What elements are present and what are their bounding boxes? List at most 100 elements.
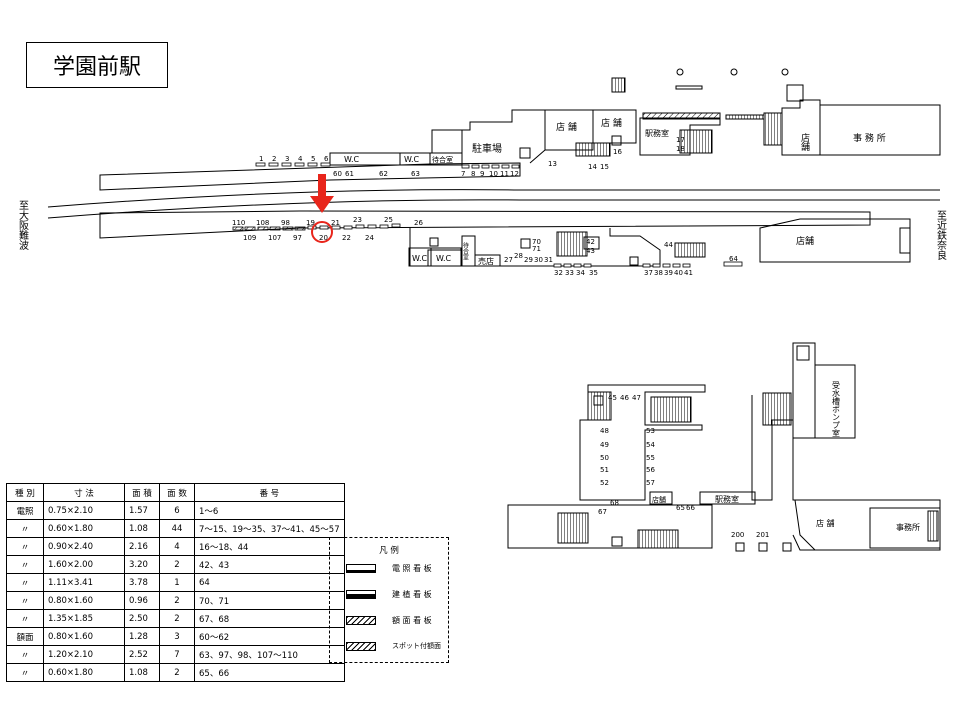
col-count: 面 数 <box>159 483 195 502</box>
svg-text:16: 16 <box>613 148 622 156</box>
svg-text:駐車場: 駐車場 <box>472 142 502 155</box>
svg-text:49: 49 <box>600 441 609 449</box>
svg-text:52: 52 <box>600 479 609 487</box>
svg-text:12: 12 <box>510 170 519 178</box>
svg-text:64: 64 <box>729 255 738 263</box>
svg-text:65: 65 <box>676 504 685 512</box>
concourse-map <box>507 342 941 552</box>
cell-area: 2.52 <box>124 645 160 664</box>
cell-count: 7 <box>159 645 195 664</box>
svg-text:25: 25 <box>384 216 393 224</box>
svg-text:駅務室: 駅務室 <box>645 128 669 138</box>
svg-text:受水槽ポンプ室: 受水槽ポンプ室 <box>832 380 841 437</box>
cell-number: 1～6 <box>194 501 345 520</box>
svg-text:待合室: 待合室 <box>432 155 453 164</box>
svg-text:42: 42 <box>586 238 595 246</box>
svg-text:10: 10 <box>489 170 498 178</box>
svg-text:2: 2 <box>272 155 276 163</box>
svg-text:待合室: 待合室 <box>462 241 469 260</box>
cell-area: 1.28 <box>124 627 160 646</box>
svg-text:97: 97 <box>293 234 302 242</box>
svg-text:店舗: 店舗 <box>799 132 810 152</box>
legend-item-spot: スポット付額面 <box>330 640 450 654</box>
cell-number: 64 <box>194 573 345 592</box>
cell-size: 1.20×2.10 <box>43 645 125 664</box>
svg-text:店 舗: 店 舗 <box>816 518 835 528</box>
north-buildings <box>329 68 941 166</box>
svg-text:70: 70 <box>532 238 541 246</box>
cell-size: 1.60×2.00 <box>43 555 125 574</box>
svg-text:53: 53 <box>646 427 655 435</box>
cell-type: 〃 <box>6 663 44 682</box>
svg-text:66: 66 <box>686 504 695 512</box>
svg-text:店舗: 店舗 <box>862 235 880 247</box>
col-size: 寸 法 <box>43 483 125 502</box>
cell-number: 70、71 <box>194 591 345 610</box>
svg-text:13: 13 <box>548 160 557 168</box>
direction-west: 至大阪難波 <box>17 200 29 251</box>
svg-text:32: 32 <box>554 269 563 277</box>
legend-title: 凡 例 <box>379 546 399 556</box>
svg-text:駅務室: 駅務室 <box>715 494 739 504</box>
svg-text:40: 40 <box>674 269 683 277</box>
cell-number: 16～18、44 <box>194 537 345 556</box>
south-sign-numbers: 110 108 98 19 21 23 25 26 109 107 97 20 … <box>232 216 738 277</box>
svg-text:200: 200 <box>731 531 744 539</box>
cell-type: 〃 <box>6 555 44 574</box>
cell-count: 3 <box>159 627 195 646</box>
svg-text:店 舗: 店 舗 <box>556 121 577 133</box>
svg-text:28: 28 <box>514 252 523 260</box>
svg-text:15: 15 <box>600 163 609 171</box>
legend: 凡 例 電 照 看 板 建 植 看 板 額 面 看 板 スポット付額面 <box>329 537 449 663</box>
svg-text:事 務 所: 事 務 所 <box>853 132 886 144</box>
svg-text:W.C: W.C <box>404 155 420 164</box>
south-labels: W.C W.C 待合室 売店 店舗 店舗 <box>412 235 880 266</box>
col-type: 種 別 <box>6 483 44 502</box>
svg-text:1: 1 <box>259 155 263 163</box>
cell-count: 2 <box>159 663 195 682</box>
concourse-labels: 売店 店舗 駅務室 受水槽ポンプ室 店 舗 事務所 <box>652 380 920 532</box>
cell-number: 7～15、19～35、37～41、45～57 <box>194 519 345 538</box>
cell-count: 44 <box>159 519 195 538</box>
svg-text:30: 30 <box>534 256 543 264</box>
frame-sign-icon <box>346 616 376 625</box>
svg-text:109: 109 <box>243 234 256 242</box>
svg-text:34: 34 <box>576 269 585 277</box>
cell-area: 2.16 <box>124 537 160 556</box>
cell-type: 額面 <box>6 627 44 646</box>
svg-text:62: 62 <box>379 170 388 178</box>
svg-text:38: 38 <box>654 269 663 277</box>
svg-text:110: 110 <box>232 219 245 227</box>
svg-text:店 舗: 店 舗 <box>601 117 622 129</box>
south-platform <box>99 210 871 239</box>
svg-text:23: 23 <box>353 216 362 224</box>
legend-item-illuminated: 電 照 看 板 <box>330 562 450 576</box>
cell-count: 2 <box>159 591 195 610</box>
cell-size: 0.90×2.40 <box>43 537 125 556</box>
legend-item-standing: 建 植 看 板 <box>330 588 450 602</box>
cell-area: 2.50 <box>124 609 160 628</box>
svg-text:3: 3 <box>285 155 289 163</box>
cell-size: 0.60×1.80 <box>43 663 125 682</box>
svg-text:18: 18 <box>676 145 685 153</box>
svg-text:20: 20 <box>319 234 328 242</box>
svg-text:48: 48 <box>600 427 609 435</box>
cell-type: 〃 <box>6 537 44 556</box>
svg-text:44: 44 <box>664 241 673 249</box>
svg-text:98: 98 <box>281 219 290 227</box>
table-header-row: 種 別 寸 法 面 積 面 数 番 号 <box>6 483 345 502</box>
cell-count: 2 <box>159 609 195 628</box>
col-area: 面 積 <box>124 483 160 502</box>
cell-number: 42、43 <box>194 555 345 574</box>
cell-number: 67、68 <box>194 609 345 628</box>
svg-text:43: 43 <box>586 247 595 255</box>
